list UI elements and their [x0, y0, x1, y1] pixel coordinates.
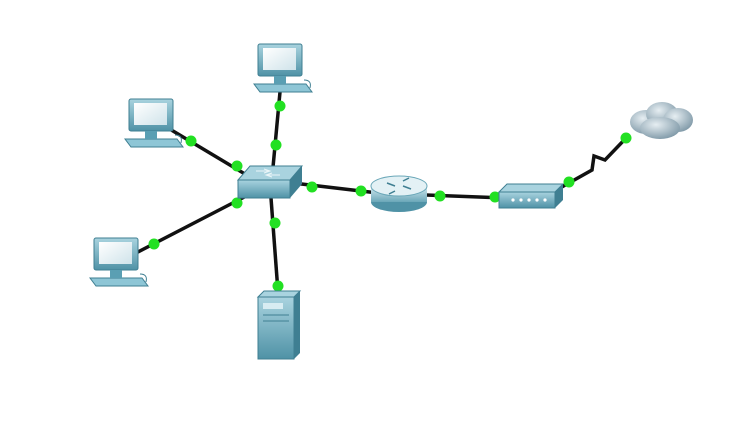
link-light	[306, 181, 318, 193]
desktop-pc-icon[interactable]	[124, 98, 184, 148]
link-light	[231, 197, 243, 209]
link-light	[274, 100, 286, 112]
link-light	[148, 238, 160, 250]
desktop-pc-icon[interactable]	[89, 237, 149, 287]
link-light	[355, 185, 367, 197]
link-light	[620, 132, 632, 144]
link-lights-layer	[148, 100, 632, 292]
link-light	[563, 176, 575, 188]
switch-icon[interactable]	[236, 165, 304, 199]
server-icon[interactable]	[256, 290, 302, 360]
link-switch-pc-upper-left[interactable]	[167, 126, 256, 182]
desktop-pc-icon[interactable]	[253, 43, 313, 93]
link-light	[270, 139, 282, 151]
link-light	[231, 160, 243, 172]
link-switch-server[interactable]	[269, 197, 280, 293]
link-light	[489, 191, 501, 203]
link-light	[434, 190, 446, 202]
cable-modem-icon[interactable]	[497, 183, 565, 209]
router-icon[interactable]	[370, 175, 428, 212]
link-light	[269, 217, 281, 229]
link-modem-cloud-serial[interactable]	[559, 134, 630, 190]
link-light	[272, 280, 284, 292]
cloud-icon[interactable]	[630, 102, 693, 139]
link-light	[185, 135, 197, 147]
